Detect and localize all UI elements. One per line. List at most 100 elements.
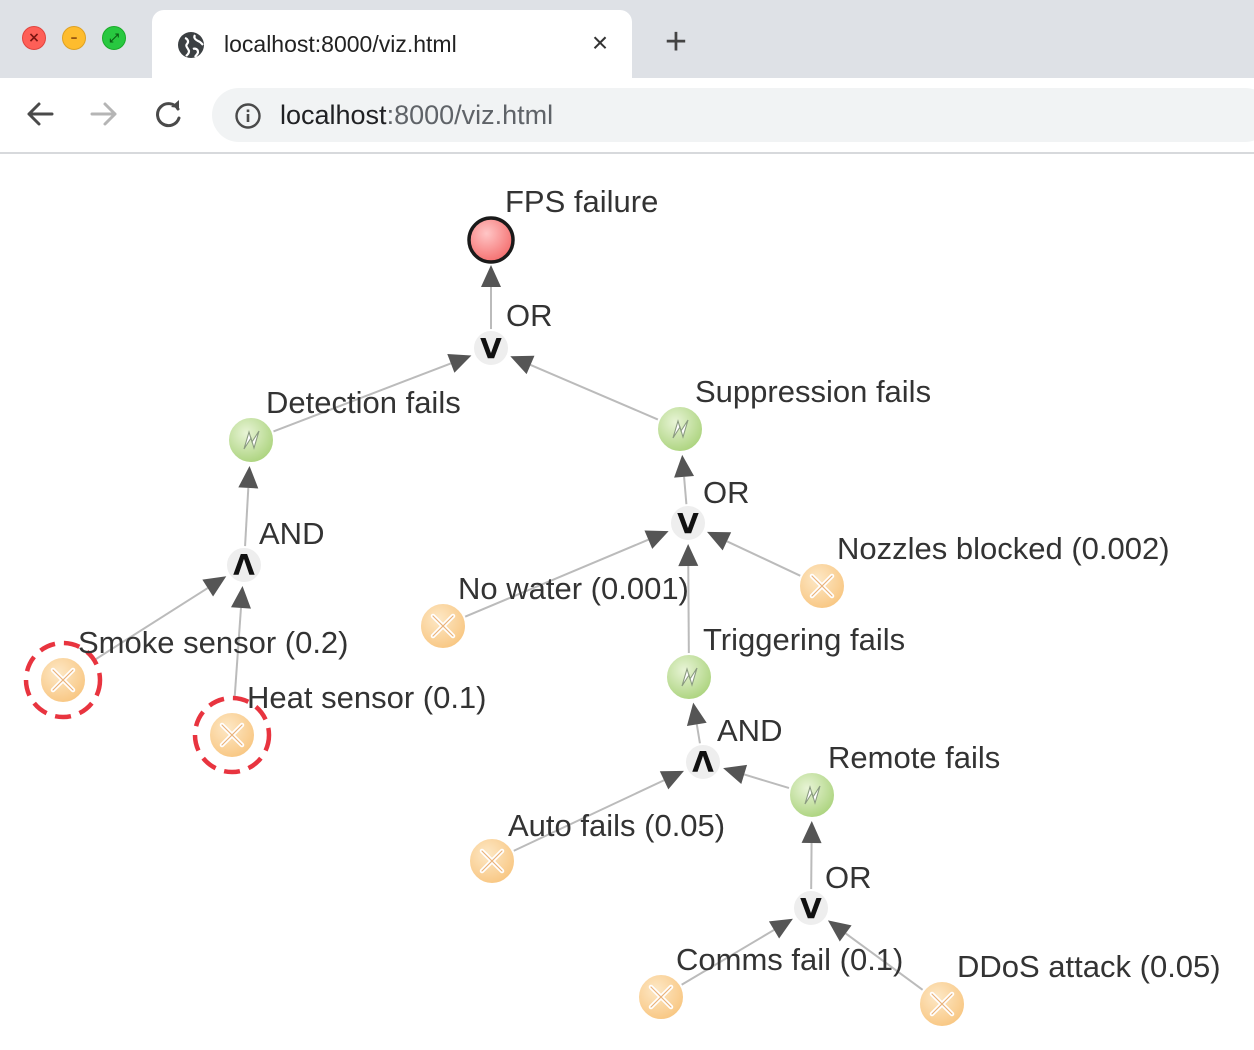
gate-label-g_rem: OR <box>825 860 872 895</box>
forward-button[interactable] <box>84 94 124 134</box>
back-button[interactable] <box>20 94 60 134</box>
nowater-to-g_sup-arrowhead <box>644 530 669 549</box>
g_det-to-detection-arrowhead <box>238 465 259 489</box>
smoke-to-g_det-arrowhead <box>202 576 227 597</box>
nowater-to-g_sup-edge <box>463 538 649 619</box>
basic-event-heat[interactable] <box>192 695 272 775</box>
g_top-to-fps-arrowhead <box>481 265 501 287</box>
intermediate-event-suppression[interactable] <box>656 405 704 453</box>
or-gate-icon: V <box>677 507 699 540</box>
x-icon <box>929 991 955 1017</box>
x-icon <box>430 613 456 639</box>
top-event-node[interactable] <box>467 216 515 264</box>
nozzles-to-g_sup-edge <box>726 540 802 578</box>
ddos-to-g_rem-arrowhead <box>827 920 852 942</box>
globe-icon <box>178 32 204 58</box>
gate-g_trig[interactable]: Λ <box>684 743 722 781</box>
new-tab-button[interactable]: + <box>664 21 688 63</box>
gate-label-g_det: AND <box>259 516 324 551</box>
red-circle-icon <box>467 216 515 264</box>
url-path: :8000/viz.html <box>386 100 554 130</box>
ddos-to-g_rem-edge <box>845 932 925 992</box>
address-bar[interactable]: localhost:8000/viz.html <box>212 88 1254 142</box>
gate-label-g_trig: AND <box>717 713 782 748</box>
gate-g_top[interactable]: V <box>472 329 510 367</box>
reload-icon <box>156 100 181 128</box>
triggering-to-g_sup-arrowhead <box>678 543 699 567</box>
basic-event-smoke[interactable] <box>23 640 103 720</box>
gate-circle <box>472 329 510 367</box>
intermediate-event-label-detection: Detection fails <box>266 385 461 420</box>
gate-circle <box>792 889 830 927</box>
gate-g_rem[interactable]: V <box>792 889 830 927</box>
gate-label-g_top: OR <box>506 298 553 333</box>
close-glyph: × <box>28 30 40 46</box>
gate-circle <box>684 743 722 781</box>
tab-title: localhost:8000/viz.html <box>224 31 457 57</box>
intermediate-event-remote[interactable] <box>788 771 836 819</box>
basic-event-label-nowater: No water (0.001) <box>458 571 689 606</box>
x-icon <box>648 984 674 1010</box>
basic-event-auto[interactable] <box>468 837 516 885</box>
url-text[interactable]: localhost:8000/viz.html <box>280 99 553 131</box>
gate-label-g_sup: OR <box>703 475 750 510</box>
url-host: localhost <box>280 100 387 130</box>
minimize-glyph: – <box>70 30 78 46</box>
x-icon <box>479 848 505 874</box>
lightning-icon <box>804 785 821 805</box>
remote-to-g_trig-arrowhead <box>723 764 748 785</box>
top-event-label: FPS failure <box>505 184 658 219</box>
intermediate-event-label-suppression: Suppression fails <box>695 374 931 409</box>
comms-to-g_rem-edge <box>680 929 775 987</box>
gate-g_det[interactable]: Λ <box>225 546 263 584</box>
gate-g_sup[interactable]: V <box>669 504 707 542</box>
arrow-right-icon <box>90 102 117 126</box>
suppression-to-g_top-arrowhead <box>510 355 535 375</box>
window-maximize-button[interactable]: ⤢ <box>102 26 126 50</box>
g_sup-to-suppression-arrowhead <box>674 454 695 478</box>
and-gate-icon: Λ <box>233 549 255 582</box>
suppression-to-g_top-edge <box>530 364 660 421</box>
gate-circle <box>669 504 707 542</box>
window-minimize-button[interactable]: – <box>62 26 86 50</box>
basic-event-label-ddos: DDoS attack (0.05) <box>957 949 1221 984</box>
or-gate-icon: V <box>480 332 502 365</box>
heat-to-g_det-arrowhead <box>230 585 251 609</box>
arrow-left-icon <box>27 102 54 126</box>
detection-to-g_top-edge <box>272 362 452 433</box>
browser-tab[interactable]: localhost:8000/viz.html × <box>152 10 632 78</box>
x-icon <box>50 667 76 693</box>
intermediate-event-triggering[interactable] <box>665 653 713 701</box>
basic-event-ddos[interactable] <box>918 980 966 1028</box>
browser-toolbar: localhost:8000/viz.html <box>0 78 1254 154</box>
auto-to-g_trig-edge <box>512 779 665 853</box>
detection-to-g_top-arrowhead <box>447 354 472 373</box>
lightning-icon <box>681 667 698 687</box>
lightning-icon <box>672 419 689 439</box>
g_rem-to-remote-arrowhead <box>801 820 822 844</box>
or-gate-icon: V <box>800 892 822 925</box>
info-icon[interactable] <box>234 102 262 130</box>
basic-event-label-auto: Auto fails (0.05) <box>508 808 725 843</box>
reload-button[interactable] <box>148 94 188 134</box>
tab-close-button[interactable]: × <box>591 27 609 58</box>
intermediate-event-label-triggering: Triggering fails <box>703 622 905 657</box>
basic-event-label-comms: Comms fail (0.1) <box>676 942 903 977</box>
window-close-button[interactable]: × <box>22 26 46 50</box>
x-icon <box>219 722 245 748</box>
g_trig-to-triggering-edge <box>695 724 702 745</box>
intermediate-event-label-remote: Remote fails <box>828 740 1000 775</box>
intermediate-event-detection[interactable] <box>227 416 275 464</box>
basic-event-nowater[interactable] <box>419 602 467 650</box>
x-icon <box>809 573 835 599</box>
g_trig-to-triggering-arrowhead <box>686 702 707 726</box>
lightning-icon <box>243 430 260 450</box>
gate-circle <box>225 546 263 584</box>
basic-event-comms[interactable] <box>637 973 685 1021</box>
basic-event-nozzles[interactable] <box>798 562 846 610</box>
basic-event-label-nozzles: Nozzles blocked (0.002) <box>837 531 1170 566</box>
smoke-to-g_det-edge <box>81 587 209 669</box>
and-gate-icon: Λ <box>692 746 714 779</box>
